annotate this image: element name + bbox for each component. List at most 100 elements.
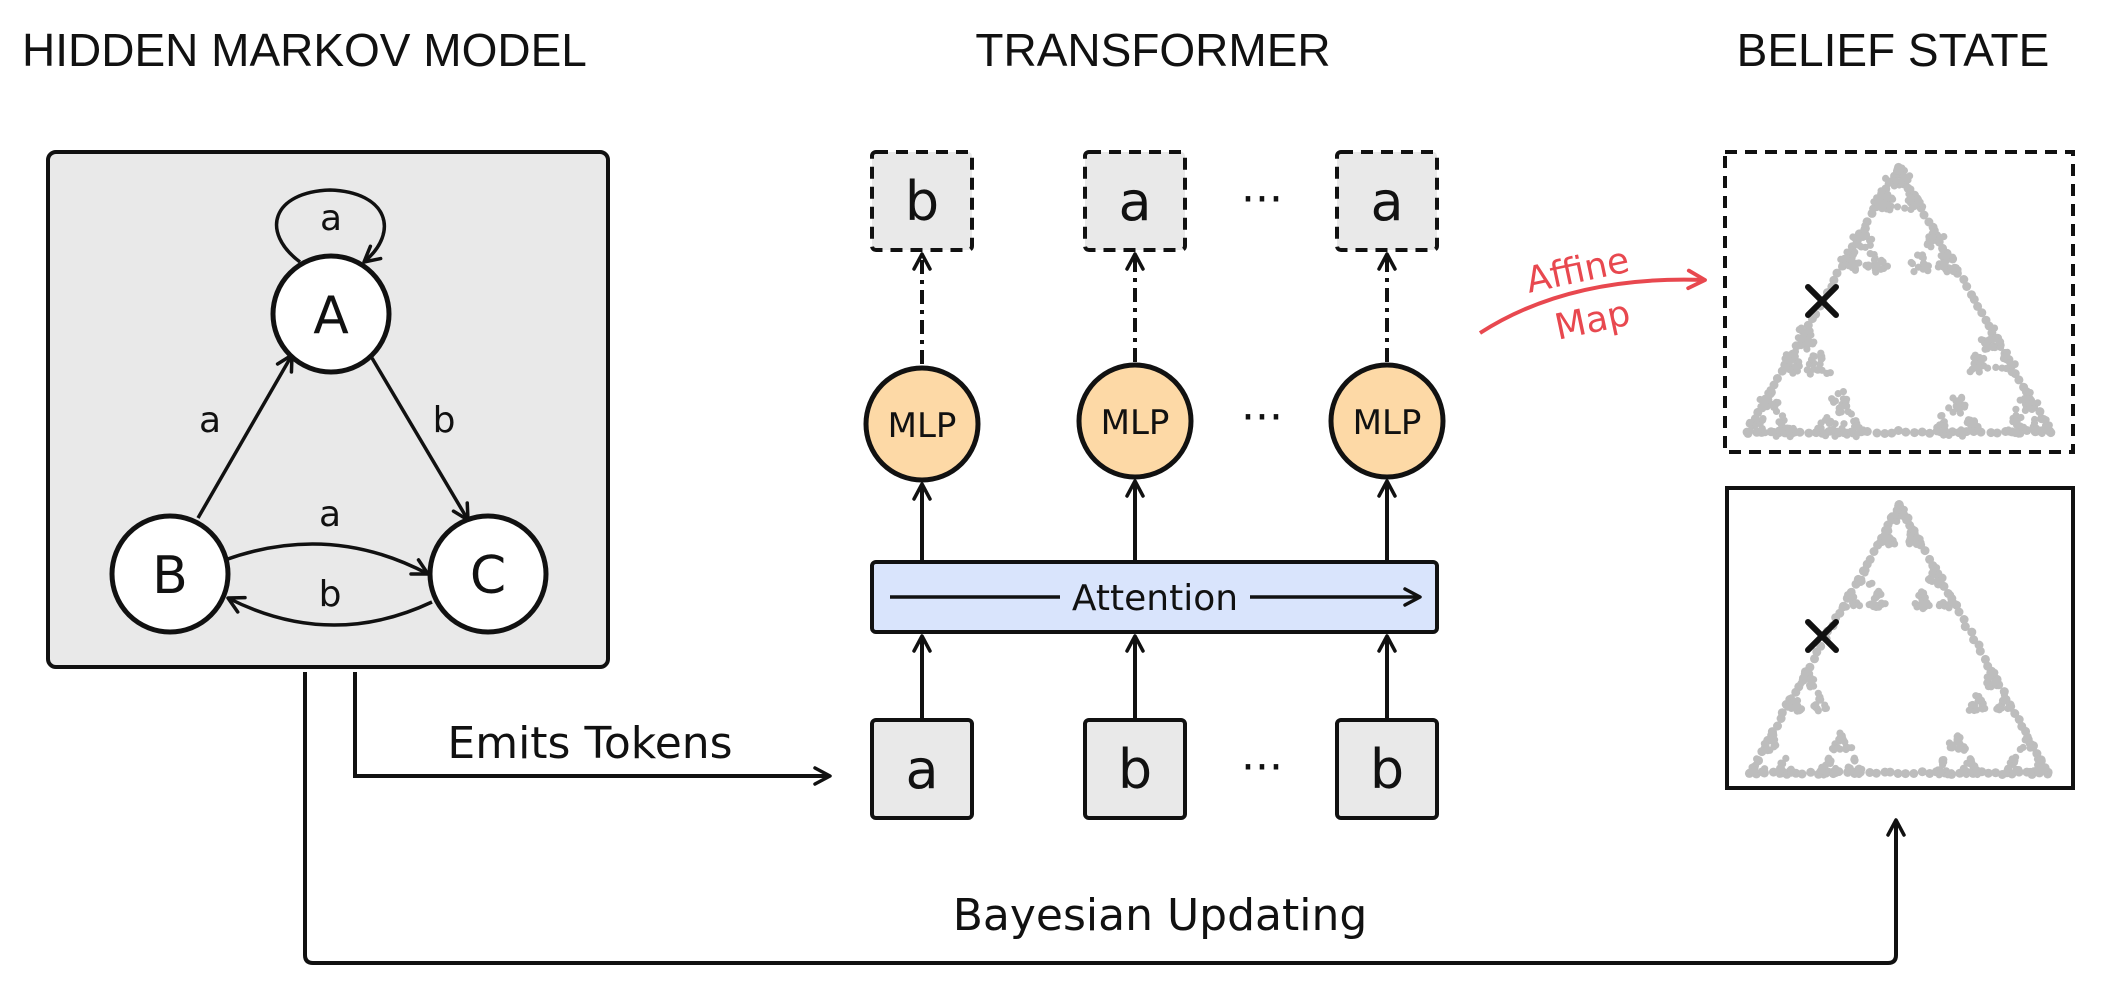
scatter-dot: [1926, 576, 1934, 585]
belief-marker-true: [1805, 619, 1839, 653]
scatter-dot: [1772, 432, 1780, 440]
scatter-dot: [1983, 679, 1991, 687]
scatter-dot: [1803, 366, 1811, 374]
edge-c-to-b: [226, 595, 433, 627]
scatter-dot: [1825, 419, 1833, 428]
scatter-dot: [1803, 345, 1811, 353]
scatter-dot: [1804, 668, 1812, 676]
state-b: B: [109, 513, 231, 635]
edge-a-to-c: [370, 357, 470, 522]
edge-self-a: [274, 188, 387, 264]
scatter-dot: [1959, 275, 1969, 284]
scatter-dot: [1848, 744, 1856, 752]
scatter-dot: [2028, 405, 2036, 413]
scatter-dot: [1848, 587, 1856, 596]
scatter-dot: [1855, 764, 1863, 772]
scatter-dot: [2019, 382, 2029, 392]
scatter-dot: [1824, 755, 1832, 763]
scatter-dot: [1884, 180, 1892, 188]
scatter-dot: [1778, 760, 1786, 768]
scatter-dot: [2005, 765, 2013, 773]
scatter-dot: [1919, 601, 1927, 610]
scatter-dot: [1940, 233, 1948, 241]
scatter-dot: [1912, 540, 1920, 548]
scatter-dot: [2046, 426, 2054, 435]
scatter-dot: [1850, 593, 1858, 601]
scatter-dot: [1920, 589, 1928, 597]
scatter-dot: [1983, 768, 1993, 778]
scatter-dot: [1849, 601, 1857, 609]
scatter-dot: [2030, 419, 2039, 427]
scatter-dot: [1917, 767, 1927, 777]
scatter-dot: [1981, 345, 1989, 353]
scatter-dot: [1877, 187, 1885, 195]
belief-heading: BELIEF STATE: [1737, 24, 2050, 76]
scatter-dot: [1751, 766, 1759, 775]
scatter-dot: [1946, 744, 1954, 752]
scatter-dot: [1947, 265, 1955, 274]
scatter-dot: [1804, 428, 1814, 438]
mlp-3: MLP: [1328, 362, 1446, 480]
scatter-dot: [2025, 400, 2033, 408]
scatter-dot: [1880, 531, 1888, 539]
scatter-dot: [1910, 527, 1918, 535]
scatter-dot: [1945, 404, 1953, 412]
scatter-dot: [1935, 421, 1944, 429]
scatter-dot: [2008, 755, 2016, 763]
mlp-2-label: MLP: [1101, 403, 1170, 443]
scatter-dot: [2037, 762, 2045, 770]
scatter-dot: [2000, 697, 2008, 705]
scatter-dot: [1873, 261, 1881, 269]
emits-tokens-label: Emits Tokens: [447, 718, 732, 769]
scatter-dot: [1992, 428, 2002, 438]
scatter-dot: [1832, 268, 1842, 278]
scatter-dot: [1871, 768, 1881, 778]
scatter-dot: [1962, 282, 1972, 291]
scatter-dot: [1793, 697, 1802, 705]
scatter-dot: [2011, 429, 2019, 438]
scatter-dot: [2033, 766, 2041, 774]
mlp-ellipsis: ···: [1241, 392, 1283, 443]
scatter-dot: [1795, 427, 1805, 437]
scatter-dot: [1981, 315, 1991, 325]
edge-b-to-a: [196, 353, 294, 519]
scatter-dot: [1818, 767, 1827, 775]
scatter-dot: [1938, 412, 1946, 420]
scatter-dot: [1914, 199, 1922, 207]
scatter-dot: [2017, 721, 2027, 731]
scatter-dot: [1925, 428, 1935, 438]
scatter-dot: [1764, 747, 1772, 755]
mlp-3-label: MLP: [1353, 403, 1422, 443]
scatter-dot: [2015, 767, 2023, 776]
scatter-dot: [1840, 429, 1848, 438]
scatter-dot: [1925, 554, 1935, 564]
scatter-dot: [1814, 707, 1822, 715]
scatter-dot: [1871, 254, 1879, 262]
scatter-dot: [2040, 425, 2049, 433]
scatter-dot: [1969, 420, 1977, 428]
scatter-dot: [1782, 754, 1790, 763]
scatter-dot: [1967, 627, 1977, 637]
scatter-dot: [1910, 268, 1918, 276]
scatter-dot: [1857, 578, 1865, 587]
scatter-dot: [1919, 203, 1927, 211]
scatter-dot: [2034, 426, 2042, 434]
scatter-dot: [1974, 425, 1983, 433]
scatter-dot: [1966, 426, 1974, 434]
scatter-dot: [1917, 427, 1927, 437]
scatter-dot: [1925, 601, 1933, 610]
bayesian-updating-arrow: [303, 672, 1906, 965]
scatter-dot: [1834, 744, 1842, 752]
scatter-dot: [1865, 580, 1873, 588]
scatter-dot: [1968, 759, 1976, 767]
belief-panel-true: [1725, 486, 2075, 790]
scatter-dot: [1809, 352, 1817, 360]
belief-box-predicted: [1723, 150, 2075, 454]
scatter-dot: [1893, 426, 1903, 435]
scatter-dot: [1880, 429, 1890, 438]
scatter-dot: [1841, 738, 1849, 746]
output-token-1: b: [870, 150, 974, 252]
scatter-dot: [1785, 427, 1793, 436]
scatter-dot: [1960, 427, 1968, 435]
scatter-dot: [1809, 340, 1817, 348]
